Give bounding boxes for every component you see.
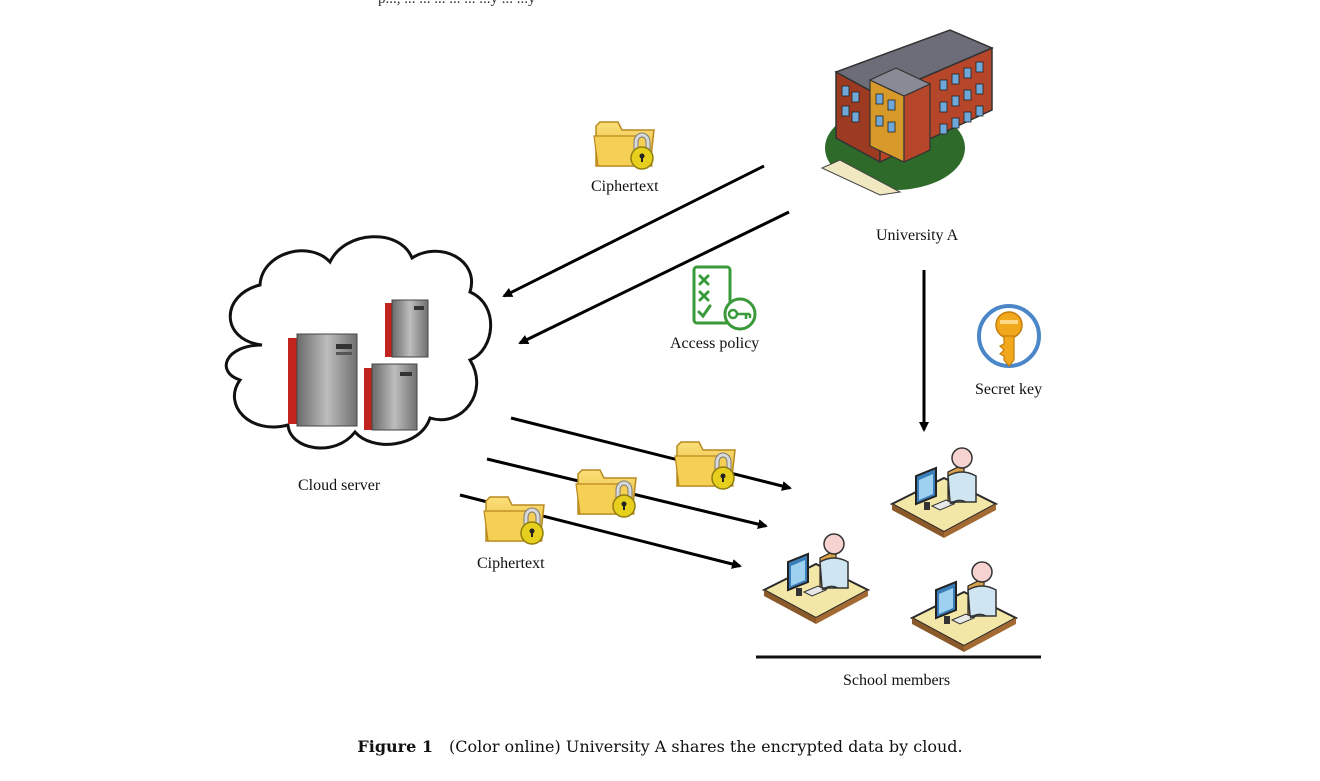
arrow-cloud-to-member-1 — [510, 416, 792, 491]
user-computer-icon — [891, 447, 997, 539]
folder-lock-icon — [674, 441, 736, 490]
user-computer-icon — [911, 561, 1017, 653]
arrow-university-to-cloud-ciphertext — [502, 164, 765, 298]
key-icon — [977, 304, 1041, 368]
server-icon — [364, 363, 418, 431]
building-icon — [820, 29, 994, 196]
secret-key-label: Secret key — [975, 381, 1043, 398]
figure-caption-text: (Color online) University A shares the e… — [448, 737, 963, 756]
figure-caption-label: Figure 1 — [357, 737, 433, 756]
server-icon — [385, 299, 429, 358]
server-icon — [288, 333, 358, 427]
school-members-label: School members — [843, 672, 951, 689]
arrow-university-to-cloud-policy — [518, 210, 790, 345]
user-computer-icon — [763, 533, 869, 625]
figure-caption: Figure 1 (Color online) University A shar… — [0, 737, 1320, 756]
ciphertext-label-bottom: Ciphertext — [477, 555, 545, 572]
cloud-icon — [224, 235, 493, 450]
ciphertext-label-top: Ciphertext — [591, 178, 659, 195]
cloud-server-label: Cloud server — [298, 477, 381, 494]
top-text-fragment: p..., ... ... ... ... ... ...y ... ...y — [378, 0, 536, 8]
checklist-key-icon — [692, 265, 757, 331]
access-policy-label: Access policy — [670, 335, 760, 352]
folder-lock-icon — [483, 496, 545, 545]
university-label: University A — [876, 227, 959, 244]
folder-lock-icon — [575, 469, 637, 518]
folder-lock-icon — [593, 121, 655, 170]
